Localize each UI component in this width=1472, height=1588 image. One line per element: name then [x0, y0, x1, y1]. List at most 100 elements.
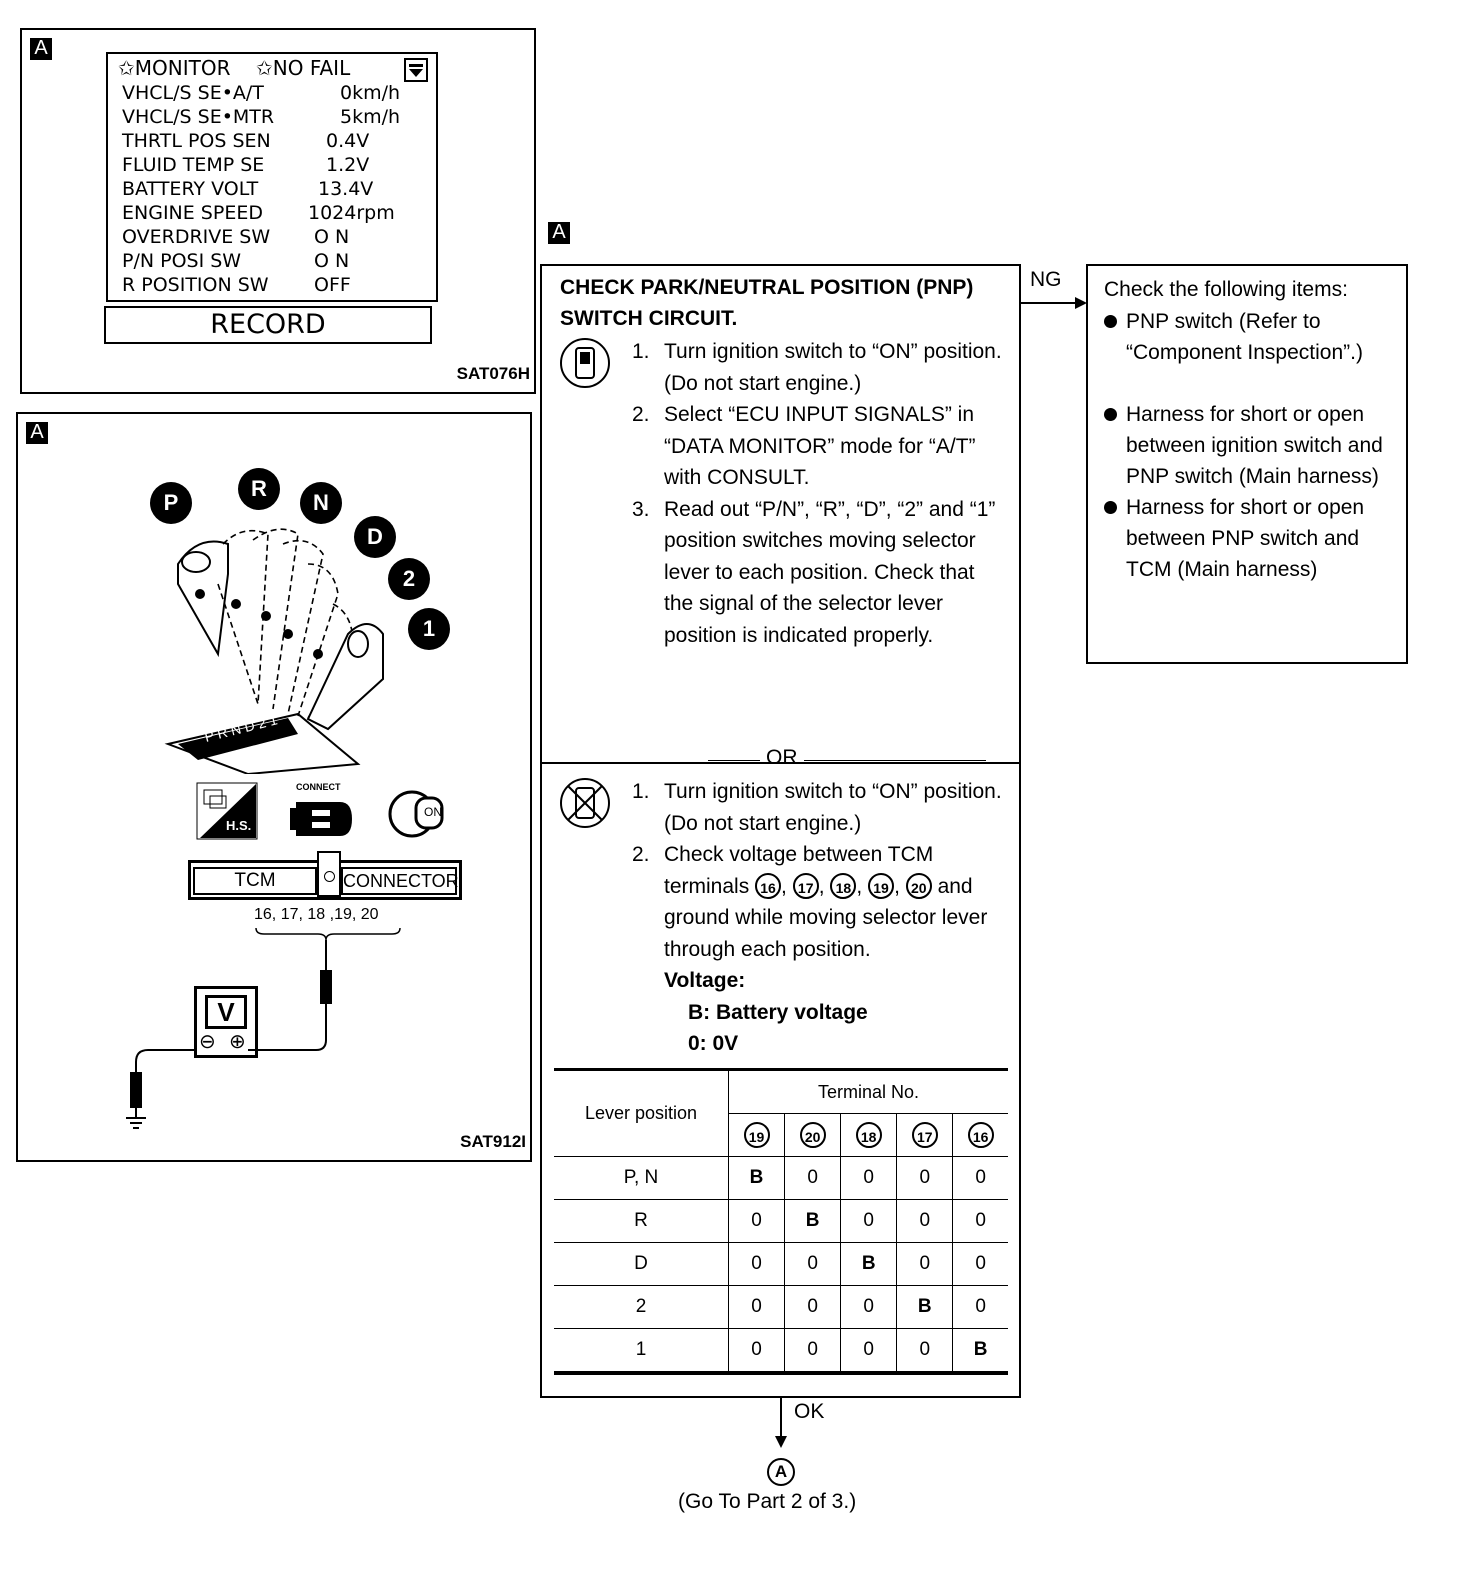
selector-figure: A P R N D 2 1 P R N D 2 1 H.S. CONNECT: [16, 412, 532, 1162]
terminals-label: 16, 17, 18 ,19, 20: [254, 906, 379, 923]
on-label: ON: [424, 805, 442, 819]
terminal-header-cell: 16: [952, 1113, 1008, 1157]
terminal-header-circle: 17: [911, 1122, 938, 1148]
monitor-row-value: 1.2V: [326, 154, 370, 176]
no-consult-icon: [560, 778, 610, 828]
terminal-value-cell: B: [896, 1285, 953, 1329]
terminal-value-cell: 0: [728, 1242, 785, 1286]
ng-label: NG: [1030, 268, 1062, 291]
voltmeter-display: V: [205, 995, 247, 1029]
connector-block: CONNECTOR: [341, 867, 459, 895]
goto-text: (Go To Part 2 of 3.): [678, 1490, 857, 1513]
lever-position-cell: P, N: [554, 1156, 729, 1200]
position-p-badge: P: [150, 482, 192, 524]
scroll-down-icon[interactable]: [404, 58, 428, 82]
ng-item-text: PNP switch (Refer to “Component Inspecti…: [1126, 310, 1363, 364]
inspection-title: CHECK PARK/NEUTRAL POSITION (PNP) SWITCH…: [560, 276, 974, 330]
record-label: RECORD: [210, 309, 326, 340]
monitor-row-label: P/N POSI SW: [122, 250, 242, 272]
consult-icon: [560, 338, 610, 388]
tcm-block: TCM: [193, 867, 317, 895]
terminal-value-cell: 0: [728, 1199, 785, 1243]
terminal-circle: 16: [755, 872, 782, 899]
terminal-value-cell: 0: [728, 1328, 785, 1372]
terminal-header-circle: 19: [743, 1122, 770, 1148]
or-label: OR: [760, 746, 804, 770]
step-number: 2.: [632, 403, 650, 426]
terminal-value-cell: 0: [840, 1285, 897, 1329]
lever-position-cell: 1: [554, 1328, 729, 1372]
step-text-pre: Check voltage between TCM terminals: [664, 843, 934, 898]
hs-label: H.S.: [226, 818, 252, 833]
terminal-value-cell: 0: [896, 1328, 953, 1372]
tcm-connector-bar: TCM CONNECTOR: [188, 851, 462, 900]
step-number: 1.: [632, 340, 650, 363]
monitor-row-value: 1024rpm: [308, 202, 395, 224]
step-number: 3.: [632, 497, 650, 521]
monitor-row-label: THRTL POS SEN: [122, 130, 271, 152]
ng-check-box: Check the following items: PNP switch (R…: [1086, 264, 1408, 664]
terminal-value-cell: B: [728, 1156, 785, 1200]
ng-arrow: [1021, 297, 1087, 309]
connect-label: CONNECT: [296, 782, 341, 792]
figure-tag: A: [26, 422, 48, 444]
terminal-value-cell: 0: [840, 1199, 897, 1243]
ng-item-text: Harness for short or open between igniti…: [1126, 403, 1383, 488]
position-d-badge: D: [354, 516, 396, 558]
flow-tag: A: [548, 222, 570, 244]
plus-terminal-icon: ⊕: [229, 1031, 246, 1053]
steps-with-consult: 1.Turn ignition switch to “ON” position.…: [632, 336, 1002, 651]
lever-position-cell: 2: [554, 1285, 729, 1329]
terminal-circles: 16, 17, 18, 19, 20: [755, 872, 932, 899]
terminal-value-cell: 0: [728, 1285, 785, 1329]
lever-position-cell: D: [554, 1242, 729, 1286]
voltmeter-wiring: [126, 927, 401, 1129]
monitor-header-left: ✩MONITOR: [118, 56, 231, 80]
step-a-3: 3. Read out “P/N”, “R”, “D”, “2” and “1” …: [632, 494, 1002, 652]
voltmeter: V ⊖ ⊕: [194, 986, 258, 1058]
step-text: Read out “P/N”, “R”, “D”, “2” and “1” po…: [664, 497, 996, 647]
position-2-badge: 2: [388, 558, 430, 600]
step-b-1: 1. Turn ignition switch to “ON” position…: [632, 776, 1002, 839]
terminal-circle: 19: [868, 872, 895, 899]
terminal-value-cell: 0: [784, 1285, 841, 1329]
terminal-value-cell: 0: [896, 1156, 953, 1200]
terminal-header-cell: 18: [840, 1113, 897, 1157]
step-text: Turn ignition switch to “ON” position. (…: [664, 780, 1002, 835]
monitor-row-value: 13.4V: [318, 178, 374, 200]
step-a-1: 1.Turn ignition switch to “ON” position.…: [632, 336, 1002, 399]
meter-label: V: [217, 997, 235, 1027]
terminal-value-cell: 0: [952, 1242, 1008, 1286]
terminal-value-cell: 0: [952, 1285, 1008, 1329]
terminal-value-cell: B: [952, 1328, 1008, 1372]
or-divider: [708, 760, 986, 761]
terminal-header-cell: 17: [896, 1113, 953, 1157]
monitor-row-value: O N: [314, 250, 350, 272]
monitor-row-label: R POSITION SW: [122, 274, 269, 296]
figure-tag: A: [30, 38, 52, 60]
terminal-header-circle: 18: [855, 1122, 882, 1148]
lever-position-cell: R: [554, 1199, 729, 1243]
terminal-value-cell: 0: [784, 1328, 841, 1372]
step-number: 2.: [632, 843, 650, 866]
step-a-2: 2.Select “ECU INPUT SIGNALS” in “DATA MO…: [632, 399, 1002, 494]
goto-circle: A: [767, 1458, 795, 1486]
terminal-value-cell: 0: [952, 1156, 1008, 1200]
terminal-value-cell: 0: [952, 1199, 1008, 1243]
terminal-header-cell: 20: [784, 1113, 841, 1157]
ng-item: Harness for short or open between PNP sw…: [1102, 492, 1402, 585]
monitor-row-value: O N: [314, 226, 350, 248]
terminal-header-circle: 20: [799, 1122, 826, 1148]
ok-label: OK: [794, 1400, 825, 1423]
bullet-icon: [1104, 501, 1117, 514]
terminal-header-row: 19 20 18 17 16: [554, 1113, 1008, 1157]
ignition-key-icon: ON: [386, 786, 452, 847]
record-button[interactable]: RECORD: [104, 306, 432, 344]
